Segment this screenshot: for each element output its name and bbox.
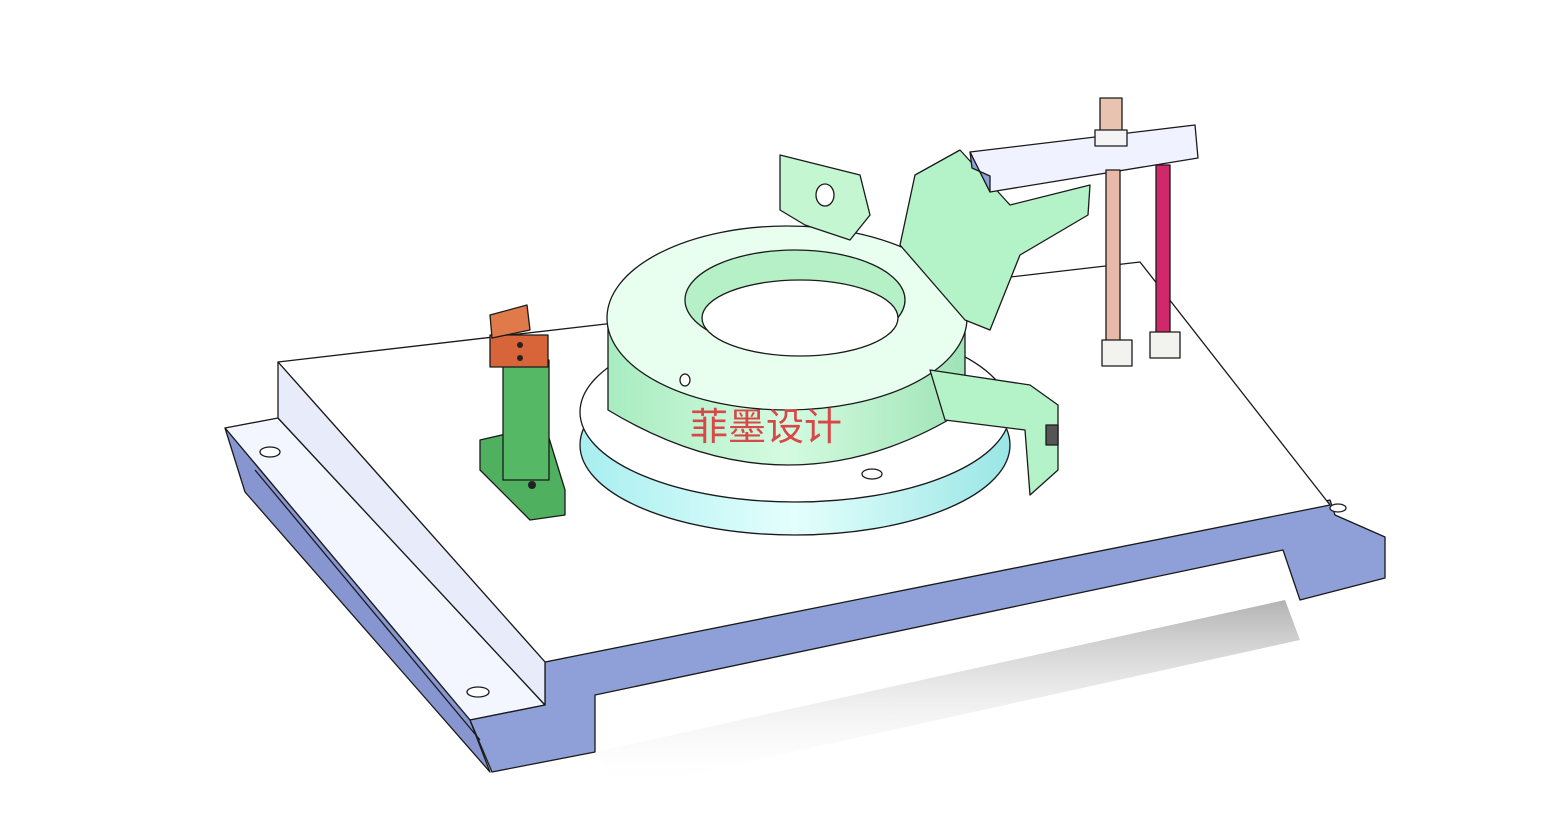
clamp-assembly (969, 97, 1199, 367)
rod-left (1105, 169, 1121, 351)
support-block (479, 304, 566, 521)
watermark-text: 菲墨设计 (690, 405, 842, 449)
arm-brackets (779, 149, 1091, 496)
ring-fixture (579, 225, 1011, 536)
plate-shadow (595, 600, 1300, 790)
rod-right (1155, 164, 1171, 341)
